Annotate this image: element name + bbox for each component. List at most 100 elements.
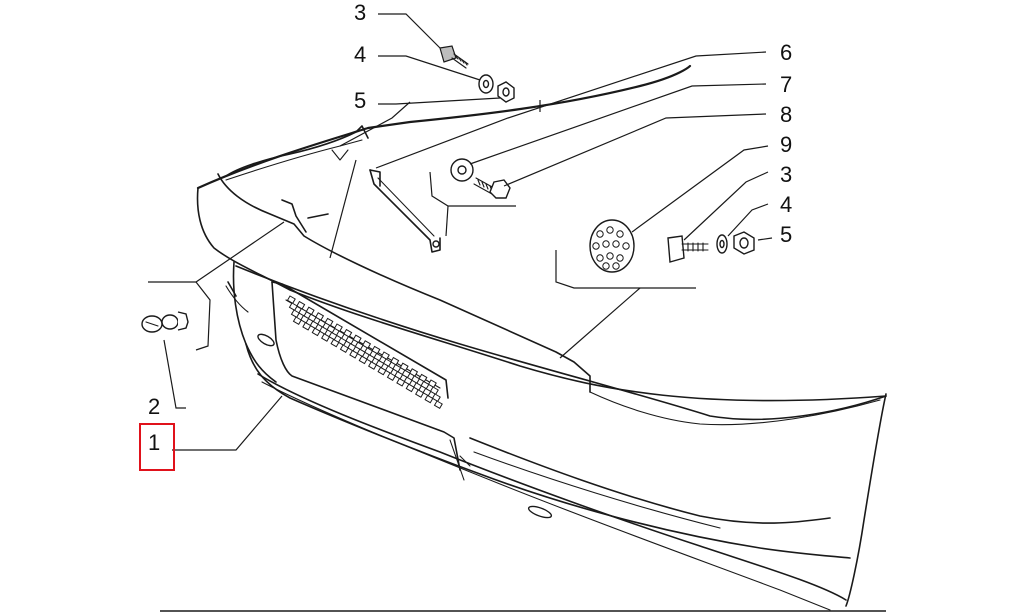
grille-cell <box>307 313 317 323</box>
bumper-grille <box>286 295 443 410</box>
grille-cell <box>337 337 347 347</box>
clip-tooth <box>596 254 604 262</box>
grille-cell <box>433 400 443 410</box>
square-bolt-top <box>439 45 469 69</box>
callout-5-top: 5 <box>354 88 366 113</box>
grille-cell <box>364 347 374 356</box>
grille-cell <box>394 370 404 380</box>
grille-cell <box>328 331 338 341</box>
grille-cell <box>392 363 402 373</box>
grille-cell <box>309 320 319 330</box>
grille-cell <box>305 306 315 316</box>
grille-cell <box>384 365 394 375</box>
clip-tooth <box>602 262 610 270</box>
grille-cell <box>390 356 400 366</box>
bracket-strap <box>369 169 441 253</box>
grille-cell <box>422 387 432 397</box>
screw-with-washer <box>141 311 189 333</box>
grille-cell <box>420 380 430 390</box>
grille-cell <box>386 372 396 382</box>
grille-cell <box>296 300 306 310</box>
hex-bolt <box>473 177 511 199</box>
callout-6: 6 <box>780 40 792 65</box>
callout-3-right: 3 <box>780 162 792 187</box>
grille-cell <box>431 393 441 403</box>
grille-cell <box>411 375 421 384</box>
grille-cell <box>415 389 425 398</box>
push-clip <box>589 219 635 273</box>
grille-cell <box>358 355 368 365</box>
callout-2: 2 <box>148 394 160 419</box>
grille-cell <box>300 314 310 324</box>
grille-cell <box>292 316 302 326</box>
nut-right <box>733 231 755 255</box>
highlighted-callout-box <box>139 423 175 471</box>
clip-tooth <box>596 230 604 238</box>
grille-cell <box>298 307 308 317</box>
grille-cell <box>345 335 355 345</box>
washer-top <box>478 74 494 94</box>
grille-cell <box>356 348 366 358</box>
grille-cell <box>377 366 387 376</box>
grille-cell <box>288 302 298 312</box>
grille-cell <box>418 373 428 383</box>
upper-mounting-rail <box>225 125 369 233</box>
grille-cell <box>409 368 419 377</box>
leader-lines <box>148 13 773 451</box>
clip-tooth <box>592 242 600 250</box>
toothed-washer <box>450 158 474 182</box>
grille-cell <box>324 317 334 327</box>
grille-cell <box>366 354 376 363</box>
clip-tooth <box>612 240 620 248</box>
grille-cell <box>321 333 331 342</box>
clip-tooth <box>606 252 614 260</box>
grille-cell <box>403 376 413 386</box>
clip-tooth <box>602 240 610 248</box>
grille-cell <box>333 323 343 333</box>
grille-cell <box>330 338 340 348</box>
callout-9: 9 <box>780 132 792 157</box>
grille-cell <box>380 351 390 361</box>
grille-cell <box>427 379 437 389</box>
grille-cell <box>362 340 372 349</box>
grille-cell <box>371 345 381 355</box>
callout-labels: 3 4 5 6 7 8 9 3 4 5 2 1 <box>139 0 792 471</box>
grille-cell <box>382 358 392 368</box>
grille-cell <box>335 330 345 340</box>
grille-cell <box>286 295 296 305</box>
grille-cell <box>317 319 327 328</box>
grille-cell <box>429 386 439 396</box>
grille-cell <box>413 382 423 391</box>
washer-right <box>716 234 728 254</box>
callout-1: 1 <box>148 430 160 455</box>
grille-cell <box>326 324 336 334</box>
clip-tooth <box>622 242 630 250</box>
grille-cell <box>311 327 321 337</box>
grille-cell <box>347 342 357 352</box>
grille-cell <box>375 359 385 369</box>
grille-cell <box>302 321 312 331</box>
grille-cell <box>315 312 325 321</box>
grille-cell <box>352 334 362 344</box>
square-bolt-right <box>667 235 709 263</box>
grille-cell <box>343 328 353 338</box>
grille-cell <box>368 361 378 370</box>
grille-cell <box>319 326 329 335</box>
callout-4-top: 4 <box>354 42 366 67</box>
callout-3-top: 3 <box>354 0 366 25</box>
callout-8: 8 <box>780 102 792 127</box>
grille-cell <box>354 341 364 351</box>
callout-5-right: 5 <box>780 222 792 247</box>
rear-bumper <box>196 64 887 611</box>
grille-cell <box>401 369 411 379</box>
grille-cell <box>399 362 409 372</box>
clip-tooth <box>616 254 624 262</box>
callout-7: 7 <box>780 72 792 97</box>
grille-cell <box>339 344 349 354</box>
grille-cell <box>396 377 406 387</box>
grille-cell <box>373 352 383 362</box>
grille-cell <box>405 383 415 393</box>
nut-top <box>497 81 515 103</box>
